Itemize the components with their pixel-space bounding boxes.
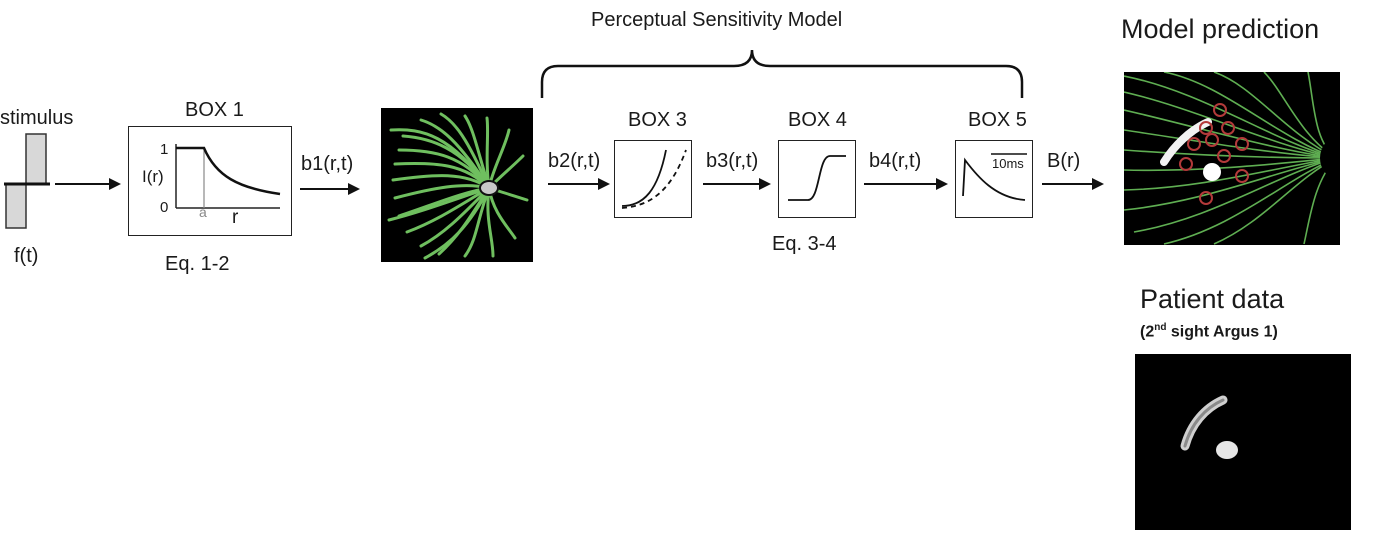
perceptual-model-brace	[540, 49, 1024, 98]
model-prediction-panel	[1124, 72, 1340, 245]
box4	[778, 140, 856, 218]
patient-sub-sup: nd	[1154, 322, 1167, 333]
patient-sub-pre: (2	[1140, 323, 1155, 341]
patient-data-subtitle: (2nd sight Argus 1)	[1140, 323, 1278, 340]
stimulus-waveform	[4, 133, 50, 229]
eq34-label: Eq. 3-4	[772, 233, 837, 255]
arrow-box3-box4	[703, 178, 771, 190]
box3-title: BOX 3	[628, 109, 687, 131]
box1-title: BOX 1	[185, 99, 244, 121]
box5-scale-label: 10ms	[992, 156, 1024, 171]
box4-sigmoid-plot	[788, 155, 846, 201]
arrow-box4-box5	[864, 178, 948, 190]
model-prediction-image	[1124, 72, 1340, 245]
ft-label: f(t)	[14, 245, 39, 267]
b2-label: b2(r,t)	[548, 150, 601, 172]
perceptual-model-title: Perceptual Sensitivity Model	[591, 9, 843, 31]
box1-xlabel: r	[232, 207, 239, 228]
arrow-axons-box3	[548, 178, 610, 190]
patient-data-panel	[1135, 354, 1351, 530]
box3-nonlinearity-plot	[621, 149, 687, 209]
model-prediction-title: Model prediction	[1121, 14, 1320, 44]
box5	[955, 140, 1033, 218]
eq12-label: Eq. 1-2	[165, 253, 230, 275]
patient-sub-post: sight Argus 1)	[1166, 323, 1278, 341]
box1-tick-bottom: 0	[160, 199, 169, 216]
box1-ylabel: I(r)	[142, 167, 164, 186]
box1-tick-a: a	[199, 204, 207, 220]
arrow-stim-box1	[55, 178, 121, 190]
patient-data-image	[1180, 395, 1238, 459]
patient-data-title: Patient data	[1140, 284, 1285, 314]
axon-map-image	[387, 112, 529, 260]
box1	[128, 126, 292, 236]
arrow-box1-axons	[300, 183, 360, 195]
stimulus-label: stimulus	[0, 107, 74, 129]
b3-label: b3(r,t)	[706, 150, 759, 172]
box5-temporal-filter-plot	[962, 153, 1027, 201]
box3	[614, 140, 692, 218]
axon-map-panel	[381, 108, 533, 262]
B-label: B(r)	[1047, 150, 1081, 172]
b4-label: b4(r,t)	[869, 150, 922, 172]
box4-title: BOX 4	[788, 109, 847, 131]
b1-label: b1(r,t)	[301, 153, 354, 175]
box1-tick-top: 1	[160, 141, 169, 158]
box5-title: BOX 5	[968, 109, 1027, 131]
arrow-box5-output	[1042, 178, 1104, 190]
box1-decay-plot	[175, 144, 281, 209]
